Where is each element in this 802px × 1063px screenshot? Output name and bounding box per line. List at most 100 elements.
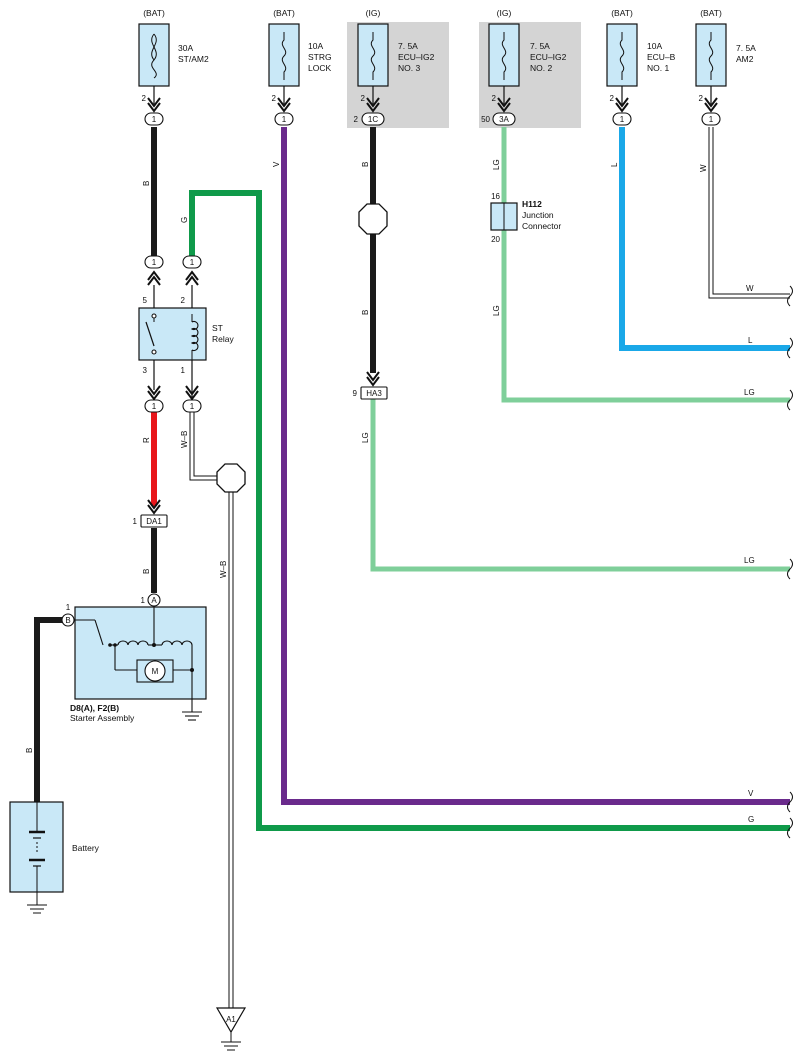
svg-text:2: 2 [181,296,186,305]
wire-l [619,127,790,351]
svg-text:(BAT): (BAT) [143,8,165,18]
svg-text:DA1: DA1 [146,517,162,526]
splice-wb [216,463,246,493]
svg-text:(BAT): (BAT) [700,8,722,18]
svg-text:1: 1 [181,366,186,375]
wire-g [189,190,790,831]
ground-triangle-icon [215,1007,247,1034]
svg-text:AM2: AM2 [736,54,754,64]
svg-text:ST/AM2: ST/AM2 [178,54,209,64]
wire-lg-ig2 [501,230,790,403]
svg-text:(IG): (IG) [497,8,512,18]
svg-text:W: W [699,164,708,172]
svg-text:G: G [180,217,189,223]
svg-text:L: L [748,336,753,345]
wire-w-outer [708,127,790,299]
svg-text:H112: H112 [522,199,542,209]
relay-coil-icon [190,320,199,352]
svg-text:G: G [748,815,754,824]
svg-text:1: 1 [190,402,195,411]
svg-text:1: 1 [282,115,287,124]
svg-text:B: B [25,748,34,753]
fuse-element-icon [619,32,625,80]
svg-text:2: 2 [361,94,366,103]
splice-b [358,203,388,235]
svg-text:ECU–IG2: ECU–IG2 [530,52,567,62]
svg-text:R: R [142,437,151,443]
connector-da1: DA1 1 [133,499,168,528]
relay-switch-icon [145,321,155,347]
st-relay: 1 1 5 2 ST Relay 3 1 1 1 [138,255,234,413]
svg-text:7. 5A: 7. 5A [530,41,550,51]
svg-text:5: 5 [143,296,148,305]
svg-text:NO. 1: NO. 1 [647,63,669,73]
svg-text:M: M [152,667,159,676]
svg-text:W–B: W–B [219,561,228,578]
fuse-ecu-ig2-no2: (IG) 7. 5A ECU–IG2 NO. 2 2 [488,8,567,103]
svg-text:W: W [746,284,754,293]
svg-text:ECU–IG2: ECU–IG2 [398,52,435,62]
fuse-element-icon [708,32,714,80]
svg-text:NO. 3: NO. 3 [398,63,420,73]
svg-text:V: V [272,161,281,167]
svg-text:D8(A), F2(B): D8(A), F2(B) [70,703,119,713]
fuse-strg-lock: (BAT) 10A STRG LOCK 2 [268,8,332,103]
svg-text:Relay: Relay [212,334,234,344]
svg-text:2: 2 [610,94,615,103]
fuse-am2: (BAT) 7. 5A AM2 2 [695,8,756,103]
svg-text:1: 1 [141,596,146,605]
fuse-element-icon [501,32,507,80]
connector-ha3: HA3 9 [353,371,388,400]
fuse-ecu-b-no1: (BAT) 10A ECU–B NO. 1 2 [606,8,676,103]
ground-point-a1: A1 [215,1007,247,1051]
svg-text:W–B: W–B [180,431,189,448]
svg-text:(BAT): (BAT) [273,8,295,18]
svg-text:20: 20 [491,235,500,244]
fuse-ecu-ig2-no3: (IG) 7. 5A ECU–IG2 NO. 3 2 [357,8,435,103]
junction-connector-h112: 16 20 H112 Junction Connector [490,192,561,244]
battery: Battery [9,801,100,914]
svg-text:B: B [65,616,70,625]
svg-text:3A: 3A [499,115,509,124]
svg-text:ECU–B: ECU–B [647,52,676,62]
svg-text:2: 2 [272,94,277,103]
fuse-element-icon [281,32,287,80]
svg-text:B: B [361,162,370,167]
wire-wb-outer [189,412,221,481]
svg-text:1: 1 [152,402,157,411]
wire-b-battery [34,617,63,802]
svg-text:1C: 1C [368,115,378,124]
svg-text:7. 5A: 7. 5A [736,43,756,53]
fuse-element-icon [370,32,376,80]
wire-lg-ha3 [370,399,790,572]
svg-text:ST: ST [212,323,223,333]
svg-text:HA3: HA3 [366,389,382,398]
svg-text:NO. 2: NO. 2 [530,63,552,73]
svg-text:16: 16 [491,192,500,201]
svg-text:2: 2 [492,94,497,103]
svg-text:10A: 10A [647,41,662,51]
svg-text:7. 5A: 7. 5A [398,41,418,51]
svg-text:3: 3 [143,366,148,375]
wire-break-marks [787,285,793,839]
svg-text:2: 2 [354,115,359,124]
svg-text:STRG: STRG [308,52,332,62]
svg-text:1: 1 [620,115,625,124]
svg-text:Battery: Battery [72,843,100,853]
svg-text:LG: LG [744,388,755,397]
svg-text:Starter Assembly: Starter Assembly [70,713,135,723]
svg-text:B: B [361,310,370,315]
svg-text:1: 1 [709,115,714,124]
svg-text:9: 9 [353,389,358,398]
svg-text:2: 2 [142,94,147,103]
svg-text:A1: A1 [226,1015,236,1024]
svg-text:Junction: Junction [522,210,554,220]
svg-text:(IG): (IG) [366,8,381,18]
svg-text:1: 1 [66,603,71,612]
starter-assembly: A 1 B 1 M D8(A), F2(B) [61,593,207,723]
svg-text:B: B [142,181,151,186]
svg-text:LG: LG [361,432,370,443]
svg-text:V: V [748,789,754,798]
svg-text:1: 1 [152,258,157,267]
